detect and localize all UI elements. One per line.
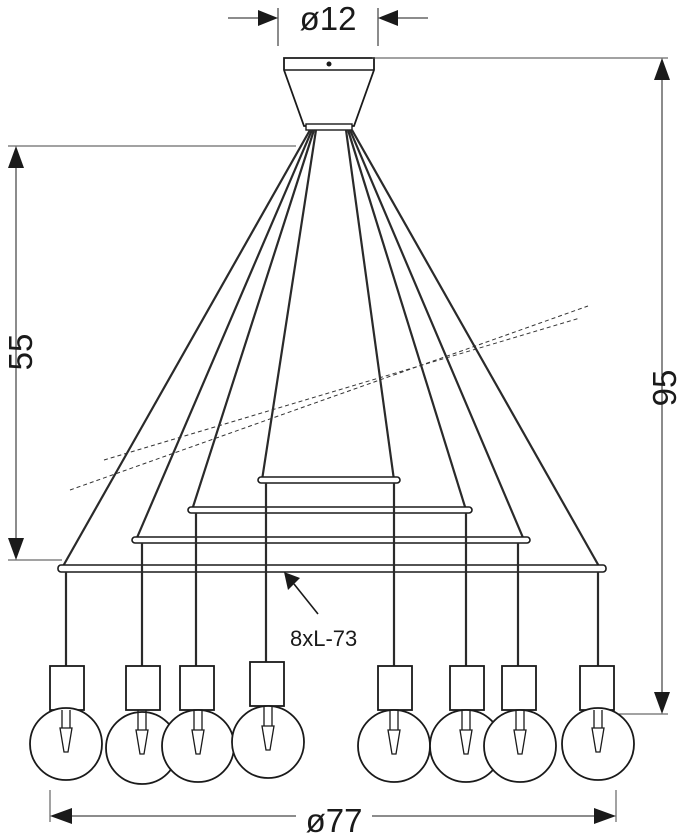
lamp-socket bbox=[179, 665, 215, 711]
height-dimension: 95 bbox=[372, 57, 680, 715]
wire bbox=[346, 129, 468, 511]
wire bbox=[134, 129, 314, 541]
diameter-dimension: ø77 bbox=[49, 790, 617, 839]
cable-length-callout: 8xL-73 bbox=[284, 572, 357, 651]
suspension-wires bbox=[61, 129, 601, 569]
lamps bbox=[29, 661, 635, 785]
rod-height-dimension: 55 bbox=[2, 145, 296, 561]
filament-icon bbox=[459, 710, 473, 755]
lamp bbox=[357, 665, 431, 783]
canopy-screw-icon bbox=[326, 61, 332, 67]
lamp-socket bbox=[249, 661, 285, 707]
break-line-upper bbox=[103, 317, 581, 461]
total-height-label: 95 bbox=[646, 370, 680, 407]
bulb-icon bbox=[561, 707, 635, 781]
ring-bottom bbox=[57, 564, 607, 573]
rod-arrow-bottom bbox=[8, 538, 24, 560]
height-arrow-bottom bbox=[654, 692, 670, 714]
canopy-diameter-label: ø12 bbox=[300, 0, 357, 37]
rod-arrow-top bbox=[8, 146, 24, 168]
filament-icon bbox=[135, 710, 149, 755]
lamp bbox=[429, 665, 503, 783]
lamp bbox=[231, 661, 305, 779]
total-diameter-label: ø77 bbox=[306, 802, 363, 839]
filament-icon bbox=[513, 710, 527, 755]
lamp-socket bbox=[49, 665, 85, 711]
lamp bbox=[29, 665, 103, 781]
lamp-socket bbox=[449, 665, 485, 711]
lamp bbox=[483, 665, 557, 783]
break-line bbox=[69, 305, 589, 491]
rings bbox=[57, 476, 607, 573]
lamp bbox=[161, 665, 235, 783]
diameter-arrow-right bbox=[594, 808, 616, 824]
canopy-dimension: ø12 bbox=[228, 0, 428, 46]
filament-icon bbox=[591, 710, 605, 753]
rod-height-label: 55 bbox=[2, 334, 39, 371]
lamp bbox=[105, 665, 179, 785]
bulb-icon bbox=[231, 705, 305, 779]
filament-icon bbox=[191, 710, 205, 755]
wire bbox=[190, 129, 316, 511]
diameter-arrow-left bbox=[50, 808, 72, 824]
filament-icon bbox=[59, 710, 73, 753]
drop-cables bbox=[64, 483, 600, 666]
wire bbox=[260, 129, 318, 481]
cable-leader-line bbox=[293, 583, 319, 615]
bulb-icon bbox=[29, 707, 103, 781]
ring-top bbox=[257, 476, 401, 484]
canopy-arrow-right bbox=[378, 10, 398, 26]
cable-length-label: 8xL-73 bbox=[290, 626, 357, 651]
bulb-icon bbox=[483, 709, 557, 783]
bulb-icon bbox=[357, 709, 431, 783]
canopy-body bbox=[283, 57, 375, 127]
ring-third bbox=[131, 536, 531, 544]
lamp bbox=[561, 665, 635, 781]
wire bbox=[344, 129, 396, 481]
canopy bbox=[283, 57, 375, 131]
filament-icon bbox=[261, 706, 275, 751]
height-arrow-top bbox=[654, 58, 670, 80]
lamp-socket bbox=[377, 665, 413, 711]
lamp-socket bbox=[579, 665, 615, 711]
filament-icon bbox=[387, 710, 401, 755]
wire bbox=[348, 129, 526, 541]
lamp-socket bbox=[125, 665, 161, 711]
ring-second bbox=[187, 506, 473, 514]
bulb-icon bbox=[161, 709, 235, 783]
wire bbox=[61, 129, 311, 569]
lamp-socket bbox=[501, 665, 537, 711]
canopy-arrow-left bbox=[258, 10, 278, 26]
canopy-base bbox=[305, 123, 353, 131]
cable-leader-arrow-icon bbox=[284, 572, 300, 590]
break-line-lower bbox=[69, 305, 589, 491]
